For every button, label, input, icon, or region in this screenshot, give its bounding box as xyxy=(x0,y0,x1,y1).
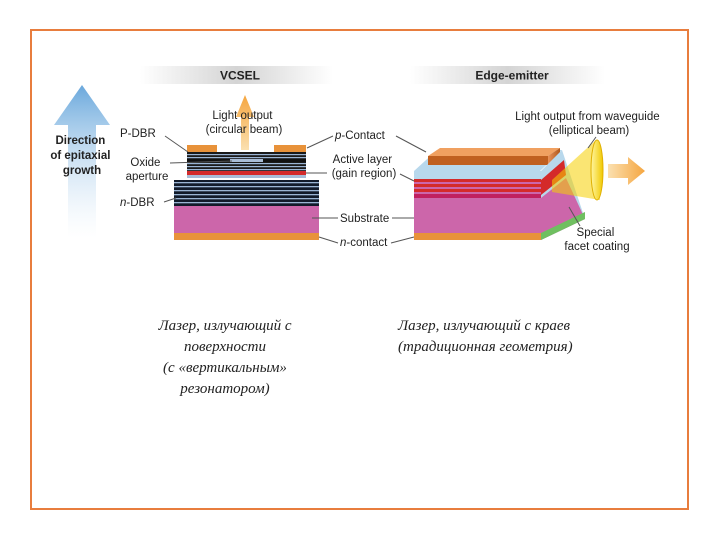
vcsel-caption: Лазер, излучающий с поверхности (с «верт… xyxy=(158,318,292,397)
edge-caption: Лазер, излучающий с краев (традиционная … xyxy=(398,318,573,355)
growth-direction-arrow xyxy=(54,85,110,238)
vcsel-title: VCSEL xyxy=(220,69,260,83)
vcsel-p-contact-left xyxy=(187,145,217,152)
vcsel-oxide-aperture xyxy=(230,159,263,162)
edge-lens xyxy=(590,139,604,201)
p-dbr-label: P-DBR xyxy=(120,128,156,140)
vcsel-n-dbr xyxy=(174,180,319,206)
edge-light-output-label: Light output from waveguide (elliptical … xyxy=(515,111,663,137)
growth-label: Direction of epitaxial growth xyxy=(50,135,113,177)
oxide-aperture-label: Oxide aperture xyxy=(126,157,169,183)
edge-emitter-device xyxy=(414,139,645,240)
edge-n-contact xyxy=(414,233,541,240)
vcsel-light-output-label: Light output (circular beam) xyxy=(206,110,283,136)
edge-beam-cone xyxy=(552,140,600,200)
edge-active-layer xyxy=(414,179,541,182)
edge-light-arrow xyxy=(608,157,645,185)
vcsel-device xyxy=(174,95,319,240)
vcsel-active-layer xyxy=(187,171,306,175)
vcsel-p-contact-right xyxy=(274,145,306,152)
vcsel-light-arrow xyxy=(236,95,254,150)
p-contact-label: p-Contact xyxy=(334,130,386,142)
vcsel-substrate xyxy=(174,206,319,233)
edge-title: Edge-emitter xyxy=(475,69,549,83)
vcsel-n-contact xyxy=(174,233,319,240)
n-dbr-label: n-DBR xyxy=(120,197,155,209)
n-contact-label: n-contact xyxy=(340,237,388,249)
substrate-label: Substrate xyxy=(340,213,389,225)
vcsel-title-bar xyxy=(140,66,333,84)
edge-p-contact-front xyxy=(428,156,548,165)
active-layer-label: Active layer (gain region) xyxy=(332,154,397,180)
facet-coating-label: Special facet coating xyxy=(564,227,629,253)
edge-facet-coating xyxy=(541,212,585,240)
edge-p-contact-top xyxy=(428,148,560,156)
edge-title-bar xyxy=(410,66,605,84)
slide-frame xyxy=(30,29,689,510)
